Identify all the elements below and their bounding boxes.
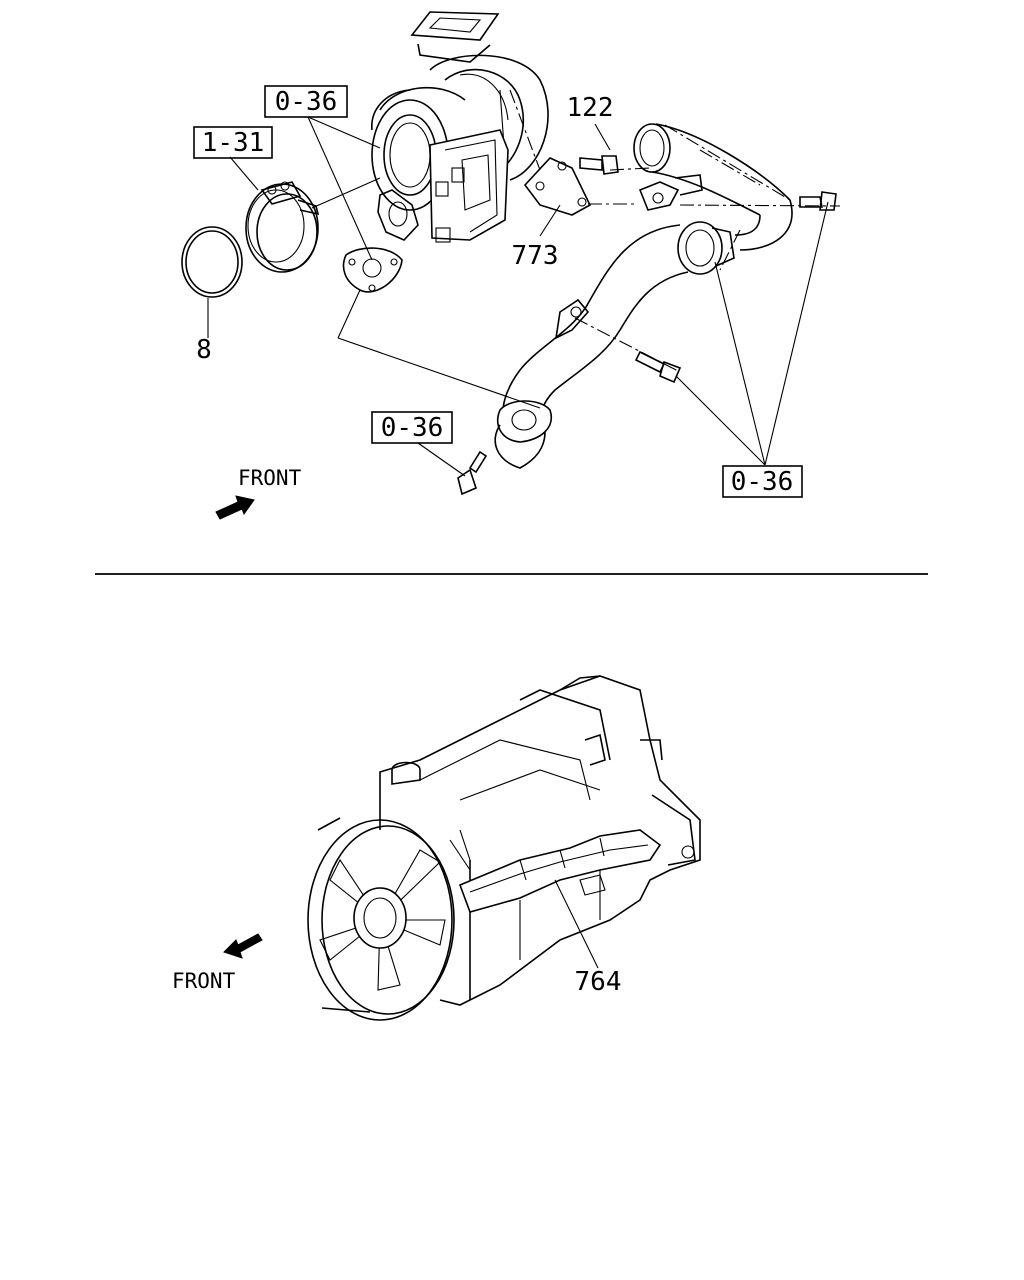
part-number-764: 764 xyxy=(575,967,622,997)
bolts-drawing xyxy=(457,191,837,496)
bolt-122-drawing xyxy=(579,155,619,175)
bracket-773-drawing xyxy=(523,157,592,216)
svg-text:0-36: 0-36 xyxy=(381,413,444,443)
part-number-8: 8 xyxy=(196,335,212,365)
front-label-bottom: FRONT xyxy=(172,969,236,993)
front-label-top: FRONT xyxy=(238,466,302,490)
leader-line-764 xyxy=(554,879,599,969)
callout-0-36-top: 0-36 xyxy=(264,85,348,118)
top-exploded-diagram: 0-36 1-31 122 773 8 0-36 0-36 FRONT xyxy=(181,11,841,520)
arrow-left-icon xyxy=(223,933,263,959)
part-number-773: 773 xyxy=(512,241,559,271)
svg-text:0-36: 0-36 xyxy=(731,467,794,497)
callout-0-36-bottom-right: 0-36 xyxy=(722,465,803,498)
callout-0-36-bottom-left: 0-36 xyxy=(371,411,453,444)
svg-text:1-31: 1-31 xyxy=(202,128,265,158)
part-number-122: 122 xyxy=(567,93,614,123)
alignment-lines xyxy=(509,89,841,373)
callout-1-31: 1-31 xyxy=(193,126,273,159)
svg-text:0-36: 0-36 xyxy=(275,87,338,117)
clamp-drawing xyxy=(245,181,320,273)
turbocharger-drawing xyxy=(371,11,549,243)
gasket-drawing xyxy=(342,247,403,293)
o-ring-drawing xyxy=(181,226,243,298)
bottom-engine-diagram: 764 FRONT xyxy=(172,675,701,1021)
engine-drawing xyxy=(307,675,701,1021)
arrow-right-icon xyxy=(215,495,255,520)
leader-lines xyxy=(207,116,829,477)
